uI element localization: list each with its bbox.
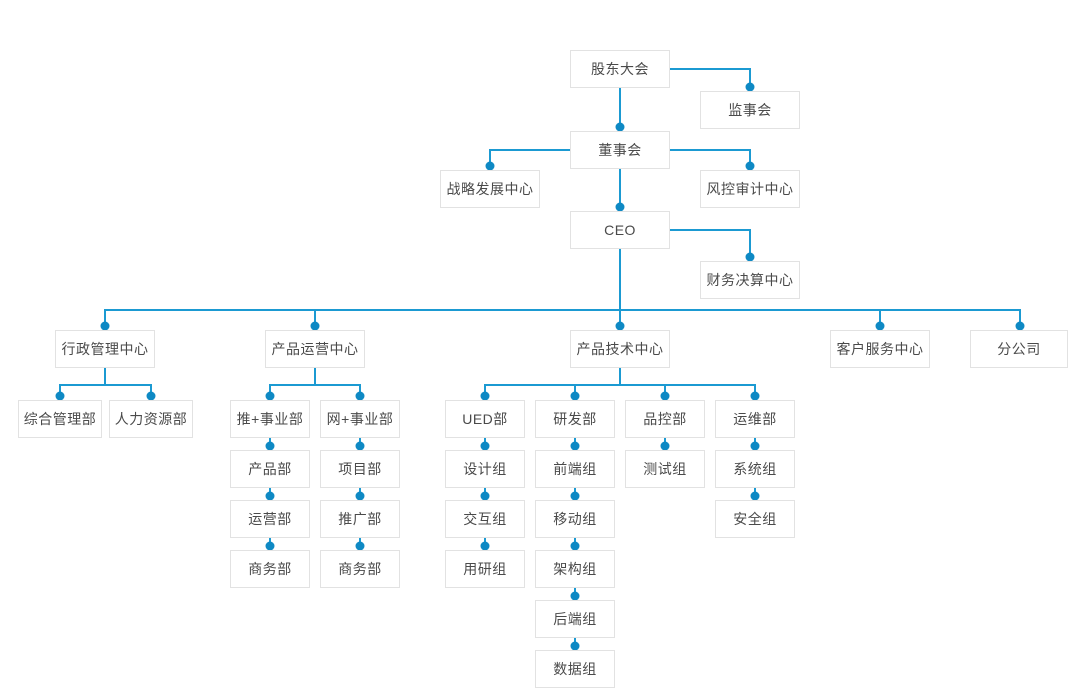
connector-dot <box>745 161 755 171</box>
org-node-business-dept-wang: 商务部 <box>320 550 400 588</box>
connector-segment <box>670 149 751 166</box>
org-node-testing-group: 测试组 <box>625 450 705 488</box>
org-node-project-dept: 项目部 <box>320 450 400 488</box>
connector-dot <box>100 321 110 331</box>
org-node-admin-center: 行政管理中心 <box>55 330 155 368</box>
org-node-board: 董事会 <box>570 131 670 169</box>
org-node-supervisory: 监事会 <box>700 91 800 129</box>
connector-segment <box>314 310 881 326</box>
org-node-ops-dept: 运维部 <box>715 400 795 438</box>
org-node-hr: 人力资源部 <box>109 400 193 438</box>
org-node-data-group: 数据组 <box>535 650 615 688</box>
org-node-branch-company: 分公司 <box>970 330 1068 368</box>
org-node-business-dept-tui: 商务部 <box>230 550 310 588</box>
connector-dot <box>570 491 580 501</box>
org-node-promotion-dept: 推广部 <box>320 500 400 538</box>
connector-dot <box>750 491 760 501</box>
connector-dot <box>615 202 625 212</box>
connector-segment <box>670 68 751 87</box>
connector-dot <box>1015 321 1025 331</box>
connector-dot <box>355 541 365 551</box>
connector-dot <box>875 321 885 331</box>
connector-dot <box>355 491 365 501</box>
connector-dot <box>615 122 625 132</box>
connector-dot <box>480 391 490 401</box>
connector-segment <box>104 309 1021 326</box>
org-node-operations-dept: 运营部 <box>230 500 310 538</box>
connector-dot <box>146 391 156 401</box>
org-node-finance: 财务决算中心 <box>700 261 800 299</box>
connector-dot <box>355 391 365 401</box>
connector-dot <box>265 491 275 501</box>
org-node-strategy: 战略发展中心 <box>440 170 540 208</box>
org-node-security-group: 安全组 <box>715 500 795 538</box>
connector-dot <box>55 391 65 401</box>
connector-dot <box>355 441 365 451</box>
connector-dot <box>745 252 755 262</box>
org-node-customer-service-center: 客户服务中心 <box>830 330 930 368</box>
connector-segment <box>489 149 570 166</box>
org-node-risk-audit: 风控审计中心 <box>700 170 800 208</box>
connector-segment <box>59 368 152 396</box>
connector-segment <box>670 229 751 257</box>
org-node-shareholders: 股东大会 <box>570 50 670 88</box>
org-node-backend-group: 后端组 <box>535 600 615 638</box>
connector-dot <box>480 441 490 451</box>
connector-dot <box>480 541 490 551</box>
connector-dot <box>750 441 760 451</box>
org-node-qc-dept: 品控部 <box>625 400 705 438</box>
org-node-ceo: CEO <box>570 211 670 249</box>
connector-dot <box>570 391 580 401</box>
connector-dot <box>660 441 670 451</box>
connector-dot <box>570 441 580 451</box>
connector-dot <box>480 491 490 501</box>
org-node-interaction-group: 交互组 <box>445 500 525 538</box>
connector-dot <box>570 541 580 551</box>
connector-dot <box>570 641 580 651</box>
org-node-architecture-group: 架构组 <box>535 550 615 588</box>
connector-segment <box>484 368 756 396</box>
org-node-frontend-group: 前端组 <box>535 450 615 488</box>
connector-dot <box>660 391 670 401</box>
org-node-wang-division: 网+事业部 <box>320 400 400 438</box>
connector-dot <box>310 321 320 331</box>
connector-dot <box>265 391 275 401</box>
org-node-mobile-group: 移动组 <box>535 500 615 538</box>
org-node-tui-division: 推+事业部 <box>230 400 310 438</box>
connector-dot <box>750 391 760 401</box>
connector-segment <box>269 368 361 396</box>
org-node-rnd-dept: 研发部 <box>535 400 615 438</box>
connector-dot <box>265 541 275 551</box>
connector-dot <box>485 161 495 171</box>
org-node-tech-center: 产品技术中心 <box>570 330 670 368</box>
org-node-general-mgmt: 综合管理部 <box>18 400 102 438</box>
org-node-product-ops-center: 产品运营中心 <box>265 330 365 368</box>
org-node-product-dept: 产品部 <box>230 450 310 488</box>
org-node-design-group: 设计组 <box>445 450 525 488</box>
org-node-user-research-group: 用研组 <box>445 550 525 588</box>
connector-dot <box>615 321 625 331</box>
connector-dots <box>55 82 1025 651</box>
connector-dot <box>265 441 275 451</box>
connector-dot <box>745 82 755 92</box>
connector-dot <box>570 591 580 601</box>
org-node-ued-dept: UED部 <box>445 400 525 438</box>
org-node-system-group: 系统组 <box>715 450 795 488</box>
